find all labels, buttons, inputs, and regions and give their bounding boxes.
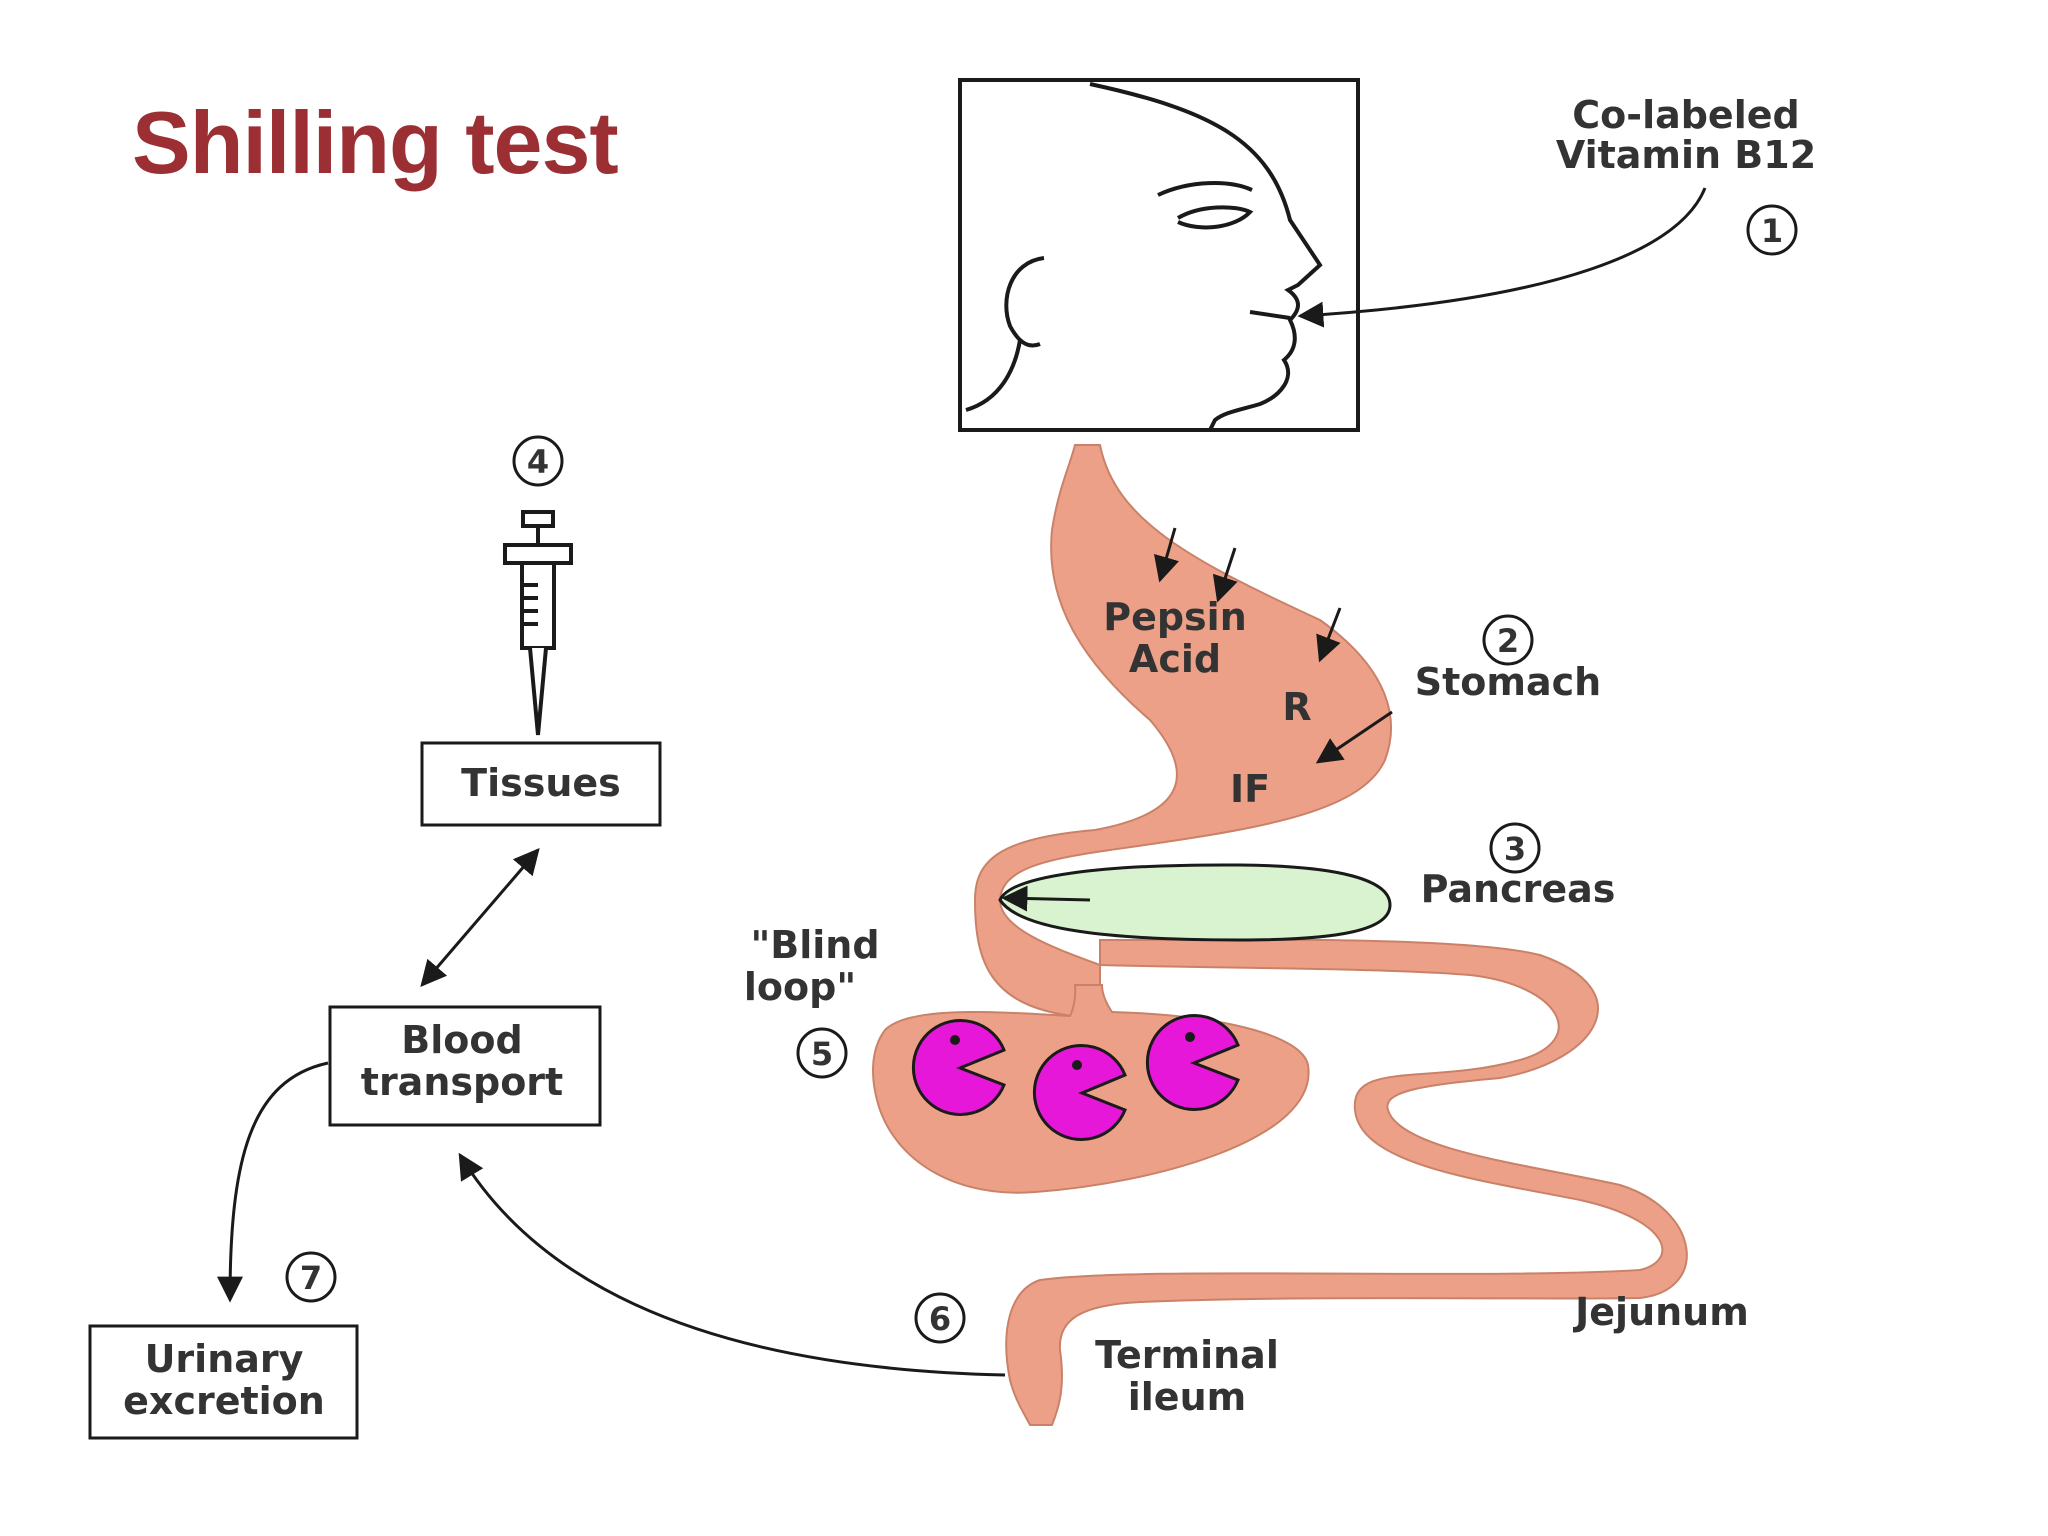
svg-text:4: 4 xyxy=(527,443,549,481)
bacterium-icon xyxy=(1145,1014,1240,1111)
pancreas-label: Pancreas xyxy=(1421,867,1616,911)
head-panel xyxy=(958,78,1360,432)
urinary-excretion-box: Urinary excretion xyxy=(88,1324,359,1440)
blood-transport-box: Blood transport xyxy=(328,1005,602,1127)
tissues-blood-exchange-arrow xyxy=(420,848,540,987)
step-marker-3: 3 xyxy=(1489,822,1541,874)
r-label: R xyxy=(1282,685,1311,729)
head-profile-icon xyxy=(1089,82,1323,431)
slide-title: Shilling test xyxy=(132,93,619,192)
tissues-box: Tissues xyxy=(420,741,662,827)
step-marker-4: 4 xyxy=(512,435,564,487)
vitamin-label-line2: Vitamin B12 xyxy=(1556,133,1816,177)
jejunum-label: Jejunum xyxy=(1572,1290,1749,1334)
step-marker-2: 2 xyxy=(1482,614,1534,666)
tissues-label: Tissues xyxy=(461,761,621,805)
step-marker-7: 7 xyxy=(285,1251,337,1303)
bacterium-icon xyxy=(911,1019,1006,1116)
small-intestine-shape xyxy=(1005,938,1688,1426)
svg-text:5: 5 xyxy=(811,1035,833,1073)
pancreas xyxy=(998,863,1392,942)
bacterium-icon xyxy=(1032,1044,1127,1141)
terminal-ileum-label-line1: Terminal xyxy=(1095,1333,1279,1377)
stomach-label: Stomach xyxy=(1415,660,1601,704)
svg-text:2: 2 xyxy=(1497,622,1519,660)
terminal-ileum-label-line2: ileum xyxy=(1128,1375,1246,1419)
vitamin-label-line1: Co-labeled xyxy=(1572,93,1799,137)
step-marker-6: 6 xyxy=(914,1292,966,1344)
svg-text:3: 3 xyxy=(1504,830,1526,868)
blood-label-line2: transport xyxy=(361,1060,563,1104)
blind-loop-label-line2: loop" xyxy=(744,965,856,1009)
excretion-arrow xyxy=(217,1061,329,1303)
stomach-secretion-arrows xyxy=(1153,527,1393,764)
step-marker-5: 5 xyxy=(796,1027,848,1079)
pepsin-label: Pepsin xyxy=(1103,595,1247,639)
svg-text:1: 1 xyxy=(1761,212,1783,250)
urinary-label-line2: excretion xyxy=(123,1379,325,1423)
svg-text:6: 6 xyxy=(929,1300,951,1338)
syringe-icon xyxy=(503,510,573,736)
pancreatic-duct-arrow xyxy=(1001,885,1091,912)
svg-text:7: 7 xyxy=(300,1259,322,1297)
blood-label-line1: Blood xyxy=(401,1018,522,1062)
ingestion-arrow xyxy=(1297,187,1707,328)
acid-label: Acid xyxy=(1129,637,1221,681)
urinary-label-line1: Urinary xyxy=(145,1337,304,1381)
absorption-arrow xyxy=(458,1152,1006,1377)
bacteria-icons xyxy=(911,1014,1240,1141)
blind-loop-label-line1: "Blind xyxy=(750,923,879,967)
if-label: IF xyxy=(1230,767,1270,811)
step-marker-1: 1 xyxy=(1746,204,1798,256)
